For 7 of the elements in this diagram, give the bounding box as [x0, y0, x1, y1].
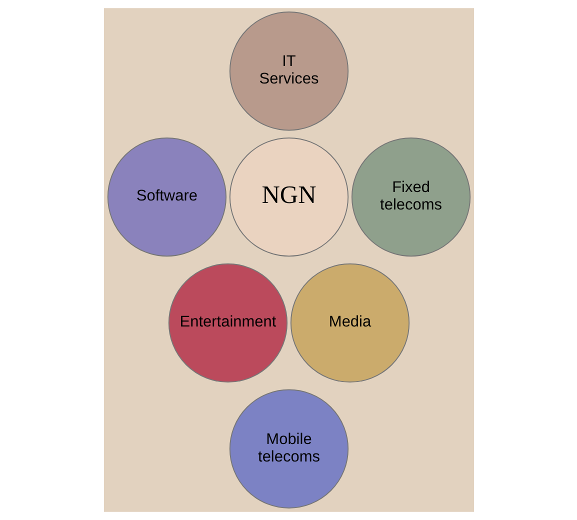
node-circle: Software — [106, 137, 226, 257]
node-circle: Mobile telecoms — [228, 389, 348, 508]
node-circle: IT Services — [228, 12, 348, 131]
node-circle: NGN — [228, 137, 348, 257]
node-circle: Fixed telecoms — [350, 137, 470, 257]
node-circle: Entertainment — [168, 263, 288, 383]
node-circle: Media — [290, 263, 410, 383]
